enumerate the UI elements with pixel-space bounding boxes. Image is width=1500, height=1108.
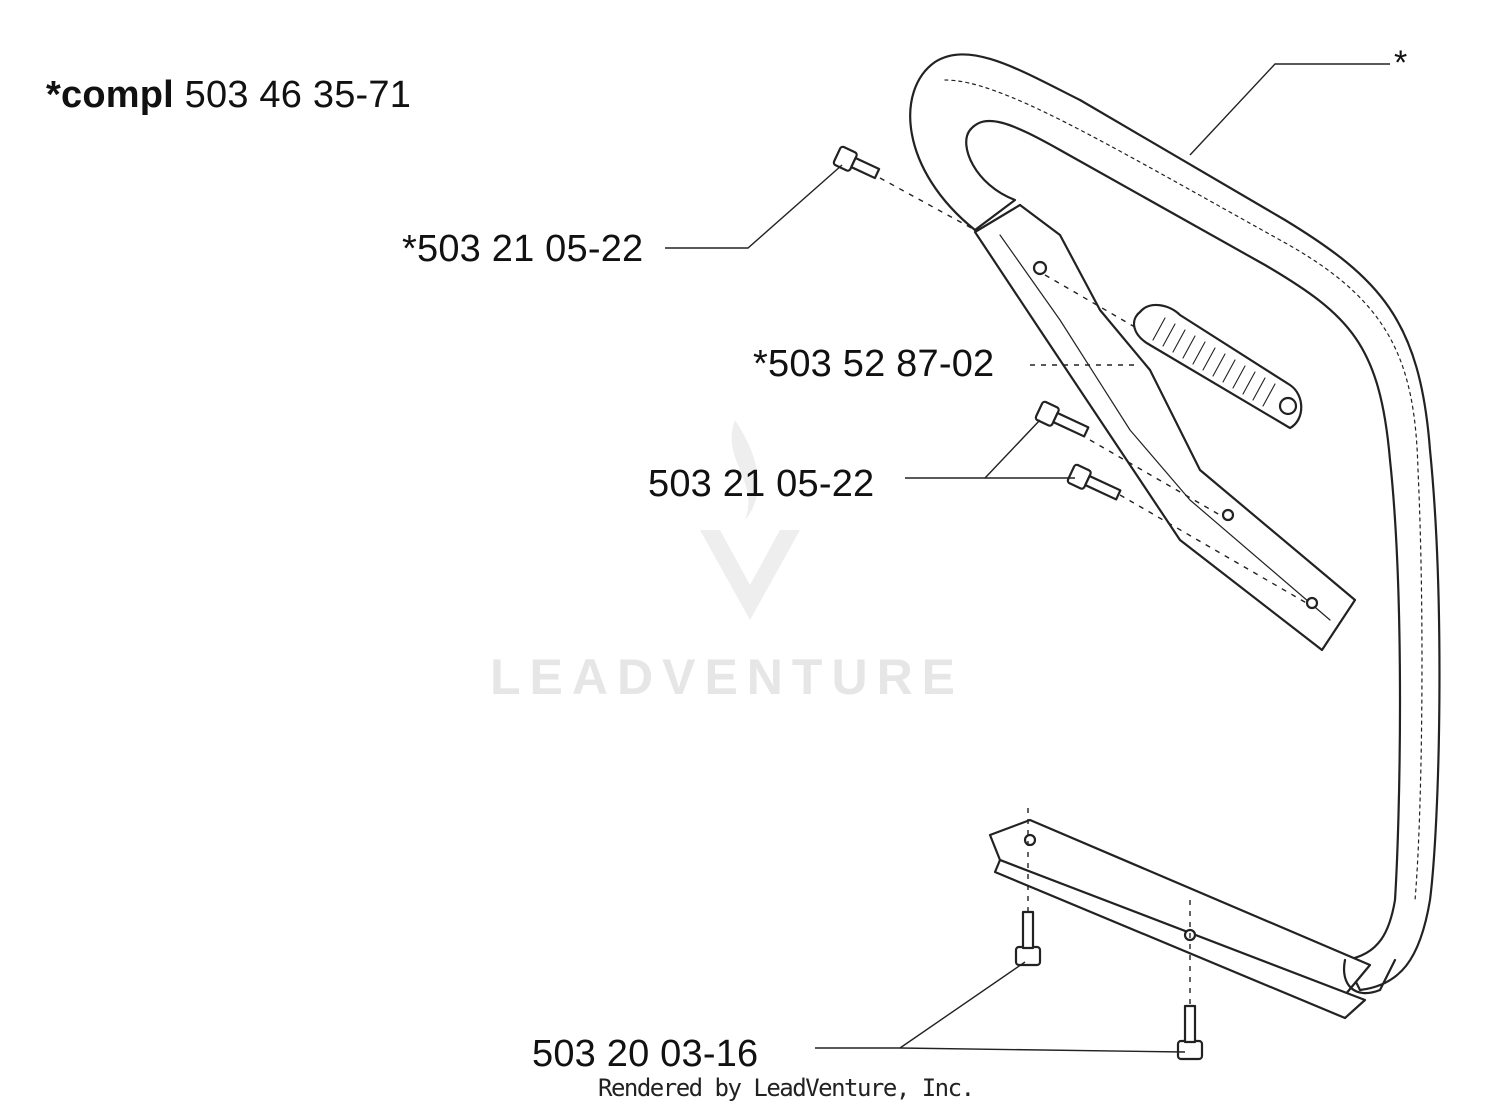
- star-marker: *: [1394, 44, 1408, 82]
- footer-credit: Rendered by LeadVenture, Inc.: [598, 1074, 975, 1102]
- callout-label-2: *503 52 87-02: [753, 343, 995, 385]
- upper-bracket: [973, 203, 1357, 652]
- lower-bracket: [988, 818, 1372, 997]
- callout-label-3: 503 21 05-22: [648, 463, 875, 505]
- title-prefix: *compl: [46, 74, 174, 116]
- callout-label-4: 503 20 03-16: [532, 1033, 759, 1075]
- bolt-bottom-1: [1014, 910, 1042, 967]
- handle-bar-outer: [909, 53, 1441, 992]
- bolt-mid-1: [1034, 400, 1090, 438]
- title-part-number: 503 46 35-71: [184, 74, 412, 116]
- watermark-text: LEADVENTURE: [490, 649, 965, 705]
- callout-label-1: *503 21 05-22: [402, 228, 644, 270]
- bolt-mid-2: [1066, 463, 1122, 501]
- bolt-top: [832, 145, 881, 180]
- assembly-title: *compl 503 46 35-71: [46, 76, 411, 114]
- bolt-bottom-2: [1176, 1004, 1204, 1061]
